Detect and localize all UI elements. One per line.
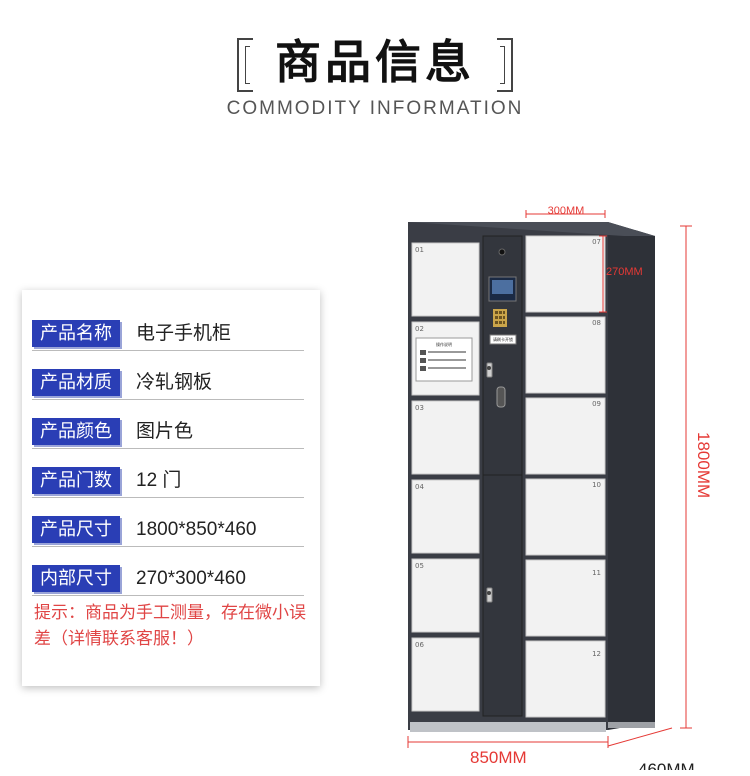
dim-depth: 460MM bbox=[638, 760, 695, 770]
header: 商品信息 COMMODITY INFORMATION bbox=[0, 30, 750, 120]
door-number: 07 bbox=[592, 238, 601, 246]
cabinet-base bbox=[410, 722, 606, 732]
spec-card: 产品名称 电子手机柜 产品材质 冷轧钢板 产品颜色 图片色 产品门数 12 门 … bbox=[22, 290, 320, 686]
spec-label: 产品门数 bbox=[32, 467, 120, 494]
spec-label: 产品名称 bbox=[32, 320, 120, 347]
camera-icon bbox=[498, 248, 506, 256]
dim-width: 850MM bbox=[470, 748, 527, 767]
locker-door-08 bbox=[525, 316, 606, 394]
door-number: 05 bbox=[415, 562, 424, 570]
spec-row-color: 产品颜色 图片色 bbox=[32, 418, 304, 449]
spec-value: 12 门 bbox=[136, 470, 182, 491]
locker-door-10 bbox=[525, 478, 606, 556]
dim-height: 1800MM bbox=[694, 432, 713, 498]
spec-value: 电子手机柜 bbox=[136, 323, 232, 344]
dim-door-height: 270MM bbox=[606, 266, 643, 278]
door-number: 10 bbox=[592, 481, 601, 489]
locker-door-06 bbox=[411, 637, 480, 712]
right-bracket-ornament bbox=[497, 38, 513, 92]
locker-door-07 bbox=[525, 235, 606, 313]
dim-door-width: 300MM bbox=[548, 205, 585, 217]
spec-value: 冷轧钢板 bbox=[136, 372, 213, 393]
spec-value: 270*300*460 bbox=[136, 568, 246, 589]
card-reader-label bbox=[489, 334, 517, 345]
locker-door-12 bbox=[525, 640, 606, 718]
door-number: 04 bbox=[415, 483, 424, 491]
door-number: 06 bbox=[415, 641, 424, 649]
door-number: 01 bbox=[415, 246, 424, 254]
door-number: 12 bbox=[592, 650, 601, 658]
right-door-column bbox=[525, 235, 606, 718]
door-number: 11 bbox=[592, 569, 601, 577]
spec-row-doors: 产品门数 12 门 bbox=[32, 467, 304, 498]
spec-row-inner-size: 内部尺寸 270*300*460 bbox=[32, 565, 304, 596]
left-bracket-ornament bbox=[237, 38, 253, 92]
spec-row-material: 产品材质 冷轧钢板 bbox=[32, 369, 304, 400]
spec-label: 产品颜色 bbox=[32, 418, 120, 445]
lower-door-handle-icon bbox=[486, 587, 493, 603]
spec-value: 图片色 bbox=[136, 421, 194, 442]
door-number: 02 bbox=[415, 325, 424, 333]
locker-door-01 bbox=[411, 242, 480, 317]
door-number: 03 bbox=[415, 404, 424, 412]
control-column bbox=[482, 235, 523, 717]
fingerprint-lock-icon bbox=[496, 386, 506, 408]
spec-value: 1800*850*460 bbox=[136, 519, 257, 540]
locker-door-03 bbox=[411, 400, 480, 475]
page-title: 商品信息 bbox=[275, 35, 475, 89]
door-number: 08 bbox=[592, 319, 601, 327]
measurement-tip: 提示：商品为手工测量，存在微小误差（详情联系客服！） bbox=[34, 603, 306, 649]
spec-label: 产品尺寸 bbox=[32, 516, 120, 543]
title-wrap: 商品信息 bbox=[237, 30, 513, 94]
spec-label: 产品材质 bbox=[32, 369, 120, 396]
door-handle-icon bbox=[486, 362, 493, 378]
cabinet-side-panel bbox=[608, 222, 655, 730]
notice-title: 操作说明 bbox=[436, 341, 452, 347]
locker-door-09 bbox=[525, 397, 606, 475]
spec-label: 内部尺寸 bbox=[32, 565, 120, 592]
locker-door-05 bbox=[411, 558, 480, 633]
cabinet-illustration: 01 02 03 04 05 06 操作说明 07 08 09 1 bbox=[380, 200, 740, 776]
spec-row-name: 产品名称 电子手机柜 bbox=[32, 320, 304, 351]
locker-door-11 bbox=[525, 559, 606, 637]
door-number: 09 bbox=[592, 400, 601, 408]
svg-text:请刷卡开锁: 请刷卡开锁 bbox=[493, 336, 513, 342]
page-subtitle: COMMODITY INFORMATION bbox=[226, 98, 524, 119]
locker-door-04 bbox=[411, 479, 480, 554]
locker-cabinet-image: 01 02 03 04 05 06 操作说明 07 08 09 1 bbox=[407, 205, 713, 776]
spec-row-size: 产品尺寸 1800*850*460 bbox=[32, 516, 304, 547]
